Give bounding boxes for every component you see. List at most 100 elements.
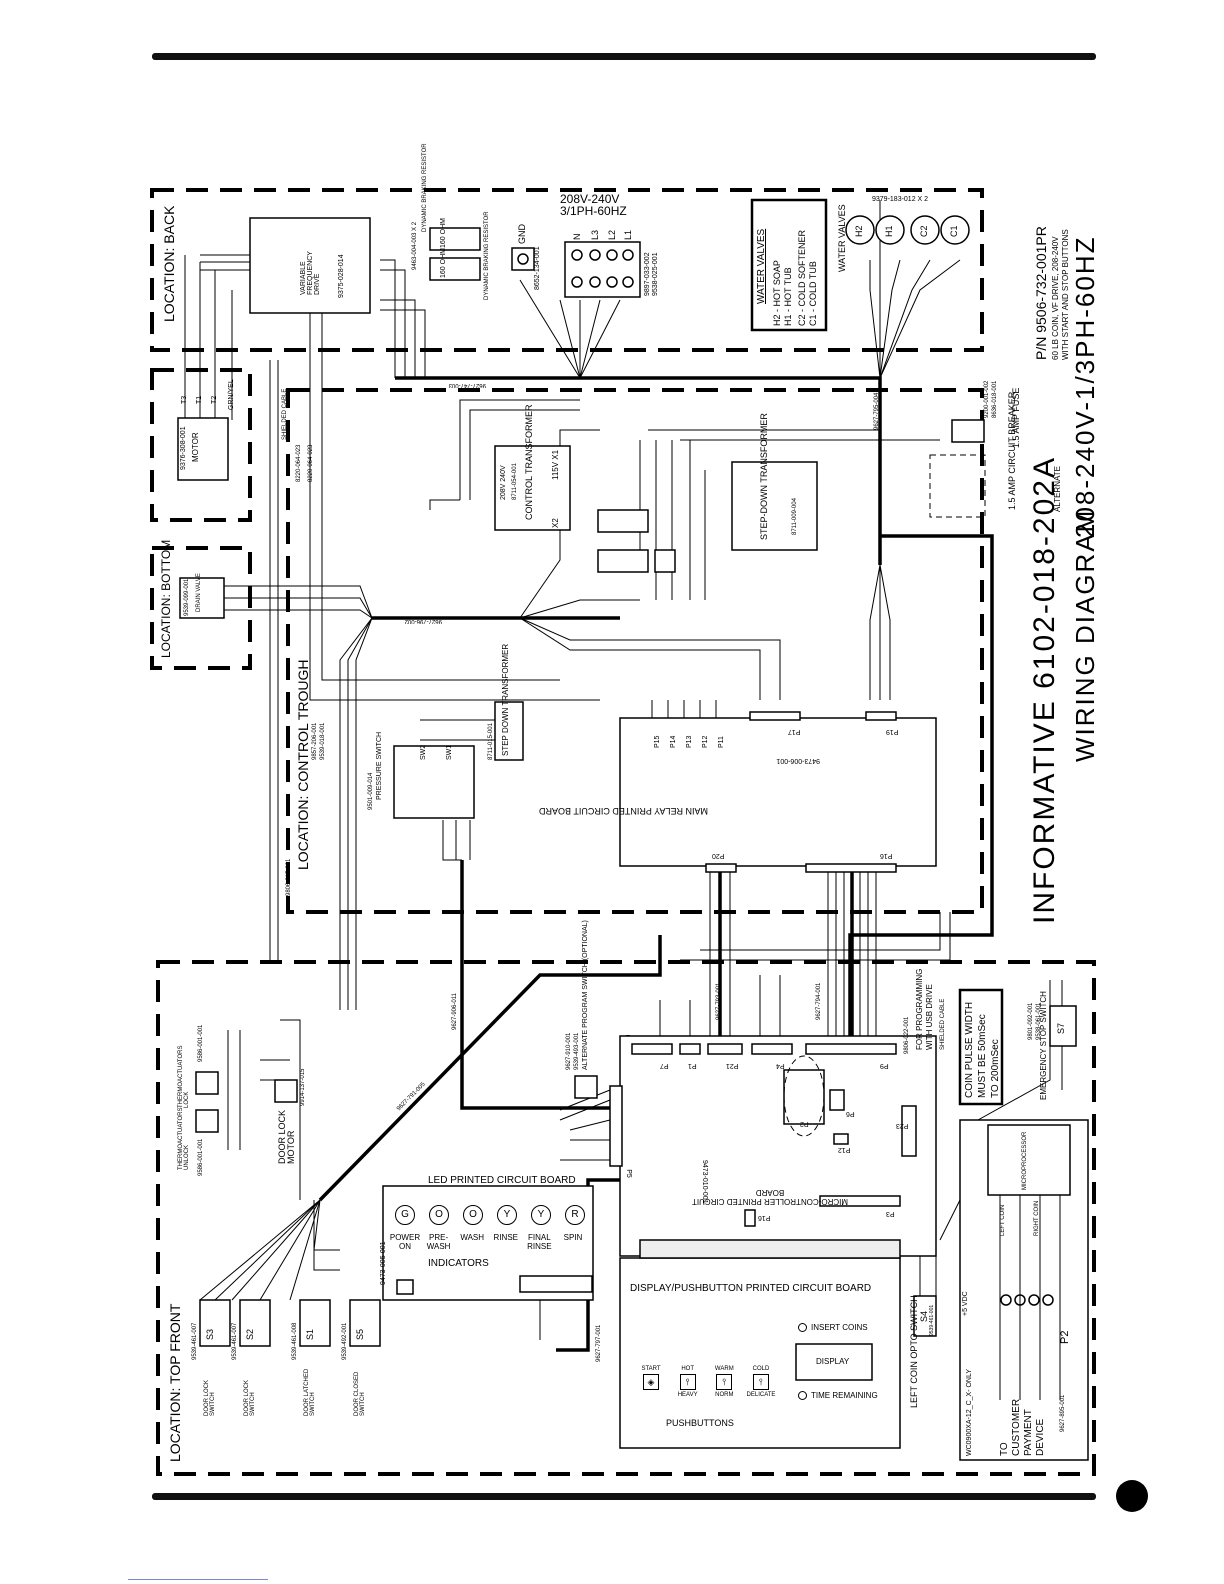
program-switch-part-1: 9627-910-001 (566, 1032, 572, 1070)
valve-h2 (845, 215, 875, 245)
customer-right-coin: RIGHT COIN (1034, 1200, 1040, 1236)
location-control-trough: LOCATION: CONTROL TROUGH (295, 659, 311, 870)
conn-p3 (819, 1195, 901, 1207)
term-l2 (606, 249, 618, 261)
customer-only: WC0900XA-12_C_X- ONLY (966, 1368, 973, 1456)
control-transformer-x2: X2 (551, 518, 560, 528)
term-l2-label: L2 (607, 229, 617, 240)
cable-9627-797-001: 9627-797-001 (596, 1324, 602, 1362)
display-ribbon (639, 1239, 901, 1259)
left-coin-id: S4 (919, 1310, 929, 1322)
stepdown-2-part: 8711-015-001 (488, 723, 494, 760)
stepdown-1-label: STEP-DOWN TRANSFORMER (759, 413, 769, 540)
part-desc-2: WITH START AND STOP BUTTONS (1061, 229, 1070, 360)
cable-9539-018-001: 9539-018-001 (320, 722, 326, 760)
control-transformer-x1: 115V X1 (551, 449, 560, 480)
start-button[interactable]: START◈ (636, 1366, 666, 1398)
switch-s2 (239, 1299, 271, 1347)
thermo-unlock (195, 1109, 219, 1133)
top-rule (152, 53, 1096, 60)
conn-p4 (751, 1043, 793, 1055)
fuse-body (951, 419, 985, 443)
micro-board-label: MICRO-CONTROLLER PRINTED CIRCUIT BOARD (692, 1188, 849, 1206)
main-p19: P19 (886, 728, 899, 735)
microprocessor-chip (987, 1124, 1071, 1196)
customer-p2: P2 (1059, 1330, 1071, 1344)
conn-p19 (865, 711, 897, 721)
power-part-2: 9538-025-001 (652, 252, 659, 296)
display-window (795, 1343, 873, 1381)
cable-shielded: SHIELDED CABLE (282, 388, 288, 440)
wiring-diagram-title: WIRING DIAGRAM (1070, 508, 1100, 762)
term-l3b (589, 276, 601, 288)
resistor-desc-1: DYNAMIC BRAKING RESISTOR (422, 143, 428, 232)
customer-micro: MICROPROCESSOR (1022, 1131, 1028, 1190)
customer-left-coin: LEFT COIN (1000, 1204, 1006, 1236)
breaker-label: 1.5 AMP CIRCUIT BREAKER (1007, 391, 1017, 510)
led-small-connector (396, 1279, 414, 1295)
led-power-on: G (395, 1205, 415, 1225)
insert-coins-label: INSERT COINS (811, 1323, 868, 1332)
cable-8220-064-023-b: 8220-064-023 (308, 444, 314, 482)
top-front-boundary (156, 960, 1096, 1476)
led-rinse: Y (497, 1205, 517, 1225)
valve-c2 (910, 215, 940, 245)
main-board-label: MAIN RELAY PRINTED CIRCUIT BOARD (538, 806, 708, 816)
micro-p16: P16 (758, 1214, 771, 1221)
part-number: P/N 9506-732-001PR (1033, 226, 1049, 360)
breaker-alt: ALTERNATE (1053, 466, 1062, 512)
cable-9627-906-011: 9627-906-011 (452, 993, 458, 1030)
informative-title: INFORMATIVE 6102-018-202A (1028, 456, 1061, 924)
main-board-part: 9473-006-001 (776, 757, 820, 764)
coin-note-line-3: TO 200mSec (990, 1039, 1001, 1098)
switch-s3-label: DOOR LOCK SWITCH (204, 1379, 216, 1416)
conn-p2 (783, 1069, 825, 1125)
door-lock-motor-label: DOOR LOCK MOTOR (277, 1109, 296, 1164)
main-p17: P17 (788, 728, 801, 735)
switch-s2-label: DOOR LOCK SWITCH (244, 1379, 256, 1416)
stepdown-transformer-box (731, 461, 818, 551)
thermo-lock (195, 1071, 219, 1095)
pushbuttons-label: PUSHBUTTONS (666, 1418, 734, 1428)
vfd-part: 9375-028-014 (338, 254, 345, 298)
conn-p9 (805, 1043, 897, 1055)
led-connector (519, 1275, 593, 1293)
display-board-title: DISPLAY/PUSHBUTTON PRINTED CIRCUIT BOARD (630, 1283, 872, 1294)
start-icon: ◈ (643, 1374, 659, 1390)
water-valves-label: WATER VALVES (837, 204, 847, 272)
emergency-stop-id: S7 (1056, 1022, 1066, 1034)
part-desc-1: 60 LB COIN, VF DRIVE, 208-240V (1051, 236, 1060, 360)
resistor-2 (429, 257, 481, 281)
hot-heavy-button[interactable]: HOT⫯HEAVY (677, 1366, 698, 1398)
emergency-stop-box (1049, 1005, 1077, 1047)
customer-vdc: +5 VDC (962, 1291, 969, 1316)
led-dot-icon (798, 1323, 807, 1332)
fuse-part-1: 9200-001-002 (984, 380, 990, 418)
stepdown-2-box (494, 701, 524, 761)
sw1-label: SW1 (446, 744, 453, 760)
micro-p4: P4 (776, 1062, 785, 1069)
resistor-2-label: 160 OHM (440, 248, 447, 278)
valve-c1-label: C1 (949, 225, 959, 237)
resistor-part: 9463-004-003 X 2 (412, 221, 418, 270)
valve-h1-label: H1 (884, 225, 894, 237)
micro-p21: P21 (726, 1062, 739, 1069)
cold-delicate-button[interactable]: COLD⫯DELICATE (746, 1366, 776, 1398)
resistor-1-label: 160 OHM (440, 218, 447, 248)
valve-h2-label: H2 (854, 225, 864, 237)
led-indicators: G O O Y Y R (395, 1205, 585, 1229)
term-l3-label: L3 (590, 229, 600, 240)
time-remaining-led: TIME REMAINING (798, 1391, 878, 1400)
thermo-unlock-label: THERMOACTUATORS UNLOCK (178, 1107, 190, 1170)
water-valve-line-2: H1 - HOT TUB (783, 267, 793, 326)
warm-norm-button[interactable]: WARM⫯NORM (714, 1366, 734, 1398)
led-label-5: SPIN (563, 1233, 583, 1242)
micro-p6: P6 (846, 1110, 855, 1117)
valve-c2-label: C2 (919, 225, 929, 237)
vfd-box (249, 217, 371, 314)
led-label-2: WASH (460, 1233, 485, 1242)
led-label-3: RINSE (493, 1233, 518, 1242)
location-bottom: LOCATION: BOTTOM (159, 539, 173, 658)
resistor-desc-2: DYNAMIC BRAKING RESISTOR (484, 211, 490, 300)
